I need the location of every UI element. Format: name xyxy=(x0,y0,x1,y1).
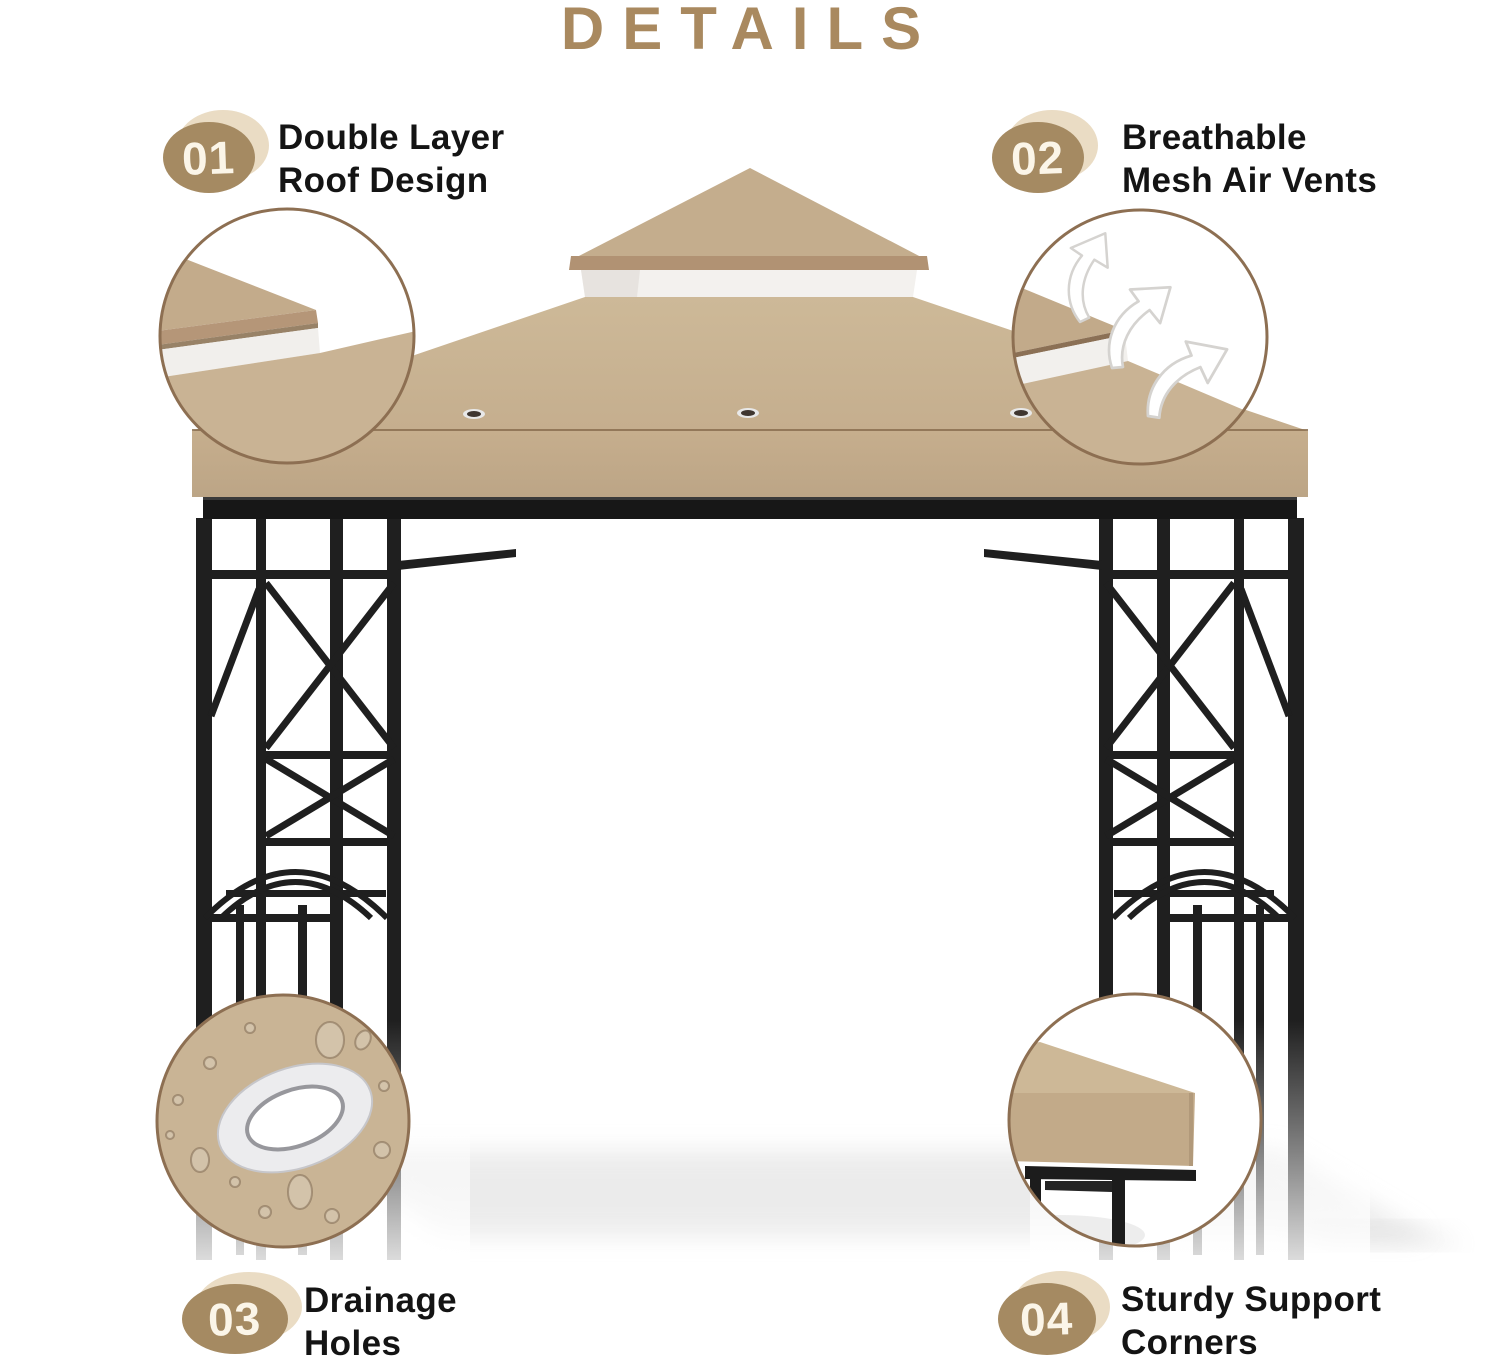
feature-02-number: 02 xyxy=(1010,130,1066,185)
drainage-grommets xyxy=(463,408,1032,419)
feature-01-number: 01 xyxy=(181,130,237,185)
callout-ring xyxy=(155,993,411,1249)
feature-04-label: Sturdy Support Corners xyxy=(1121,1278,1381,1364)
eave-fold-line xyxy=(192,429,1308,432)
callout-ring xyxy=(1011,208,1269,466)
feature-03-number: 03 xyxy=(207,1292,263,1346)
callout-ring xyxy=(158,207,416,465)
feature-02-label: Breathable Mesh Air Vents xyxy=(1122,116,1377,202)
feature-02-line2: Mesh Air Vents xyxy=(1122,161,1378,200)
feature-03-line1: Drainage xyxy=(304,1281,457,1320)
callout-grommet-closeup xyxy=(155,993,411,1249)
callout-ring xyxy=(1007,992,1263,1248)
feature-04-number: 04 xyxy=(1019,1292,1075,1346)
feature-03-badge: 03 xyxy=(182,1272,302,1354)
feature-01-line2: Roof Design xyxy=(278,161,489,200)
callout-roof-closeup xyxy=(158,207,416,465)
canopy-top-tier xyxy=(575,168,923,258)
feature-03-label: Drainage Holes xyxy=(304,1279,457,1364)
vent-band-shade xyxy=(581,270,640,297)
feature-03-line2: Holes xyxy=(304,1324,402,1363)
vent-band xyxy=(581,270,917,297)
frame-beam xyxy=(203,497,1297,519)
feature-04-line1: Sturdy Support xyxy=(1121,1280,1382,1319)
water-droplets xyxy=(165,1021,391,1224)
frame-beam-highlight xyxy=(203,497,1297,500)
feature-01-badge: 01 xyxy=(163,110,269,193)
feature-02-line1: Breathable xyxy=(1122,118,1307,157)
feature-01-label: Double Layer Roof Design xyxy=(278,116,505,202)
feature-01-line1: Double Layer xyxy=(278,118,505,157)
feature-04-badge: 04 xyxy=(998,1271,1110,1355)
canopy-top-band xyxy=(569,256,929,270)
feature-04-line2: Corners xyxy=(1121,1323,1259,1362)
callout-airflow xyxy=(1011,208,1269,466)
page-title: DETAILS xyxy=(560,0,940,62)
canopy-fascia xyxy=(192,431,1308,497)
grommet-icon xyxy=(216,1062,374,1174)
feature-02-badge: 02 xyxy=(992,110,1098,193)
